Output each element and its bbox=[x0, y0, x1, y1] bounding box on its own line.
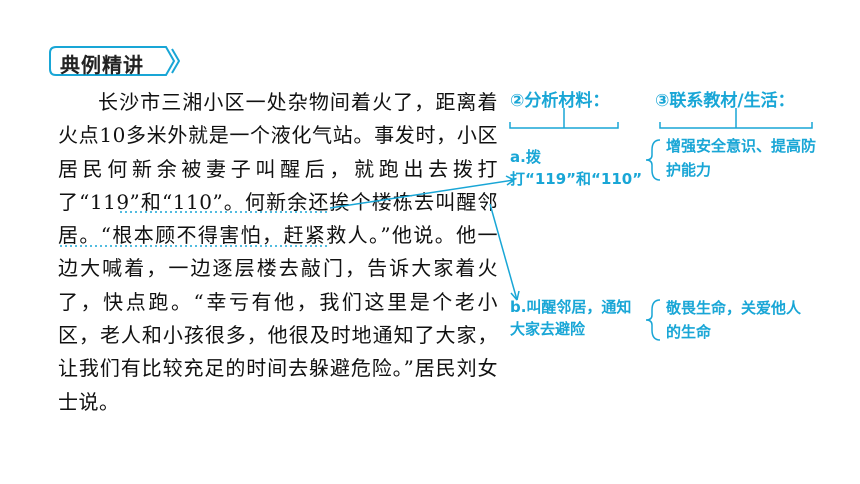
badge-label: 典例精讲 bbox=[60, 53, 144, 77]
bracket-material bbox=[509, 122, 619, 129]
node-wake-neighbors: b.叫醒邻居，通知大家去避险 bbox=[510, 298, 632, 338]
heading-analyze-material: ②分析材料： bbox=[510, 91, 610, 111]
result-respect-life: 敬畏生命，关爱他人的生命 bbox=[666, 299, 802, 341]
bracket-connect bbox=[659, 122, 813, 129]
node-dial-119-110: a.拨打“119”和“110” bbox=[510, 148, 643, 188]
result-safety-awareness: 增强安全意识、提高防护能力 bbox=[666, 137, 817, 179]
story-passage: 长沙市三湘小区一处杂物间着火了，距离着火点10多米外就是一个液化气站。事发时，小… bbox=[58, 86, 498, 419]
section-badge: 典例精讲 bbox=[48, 45, 180, 77]
story-text: 长沙市三湘小区一处杂物间着火了，距离着火点10多米外就是一个液化气站。事发时，小… bbox=[58, 90, 498, 414]
brace-result-a bbox=[645, 139, 661, 181]
heading-connect-textbook: ③联系教材/生活： bbox=[655, 91, 795, 111]
brace-result-b bbox=[645, 299, 661, 341]
badge-frame bbox=[49, 46, 180, 76]
